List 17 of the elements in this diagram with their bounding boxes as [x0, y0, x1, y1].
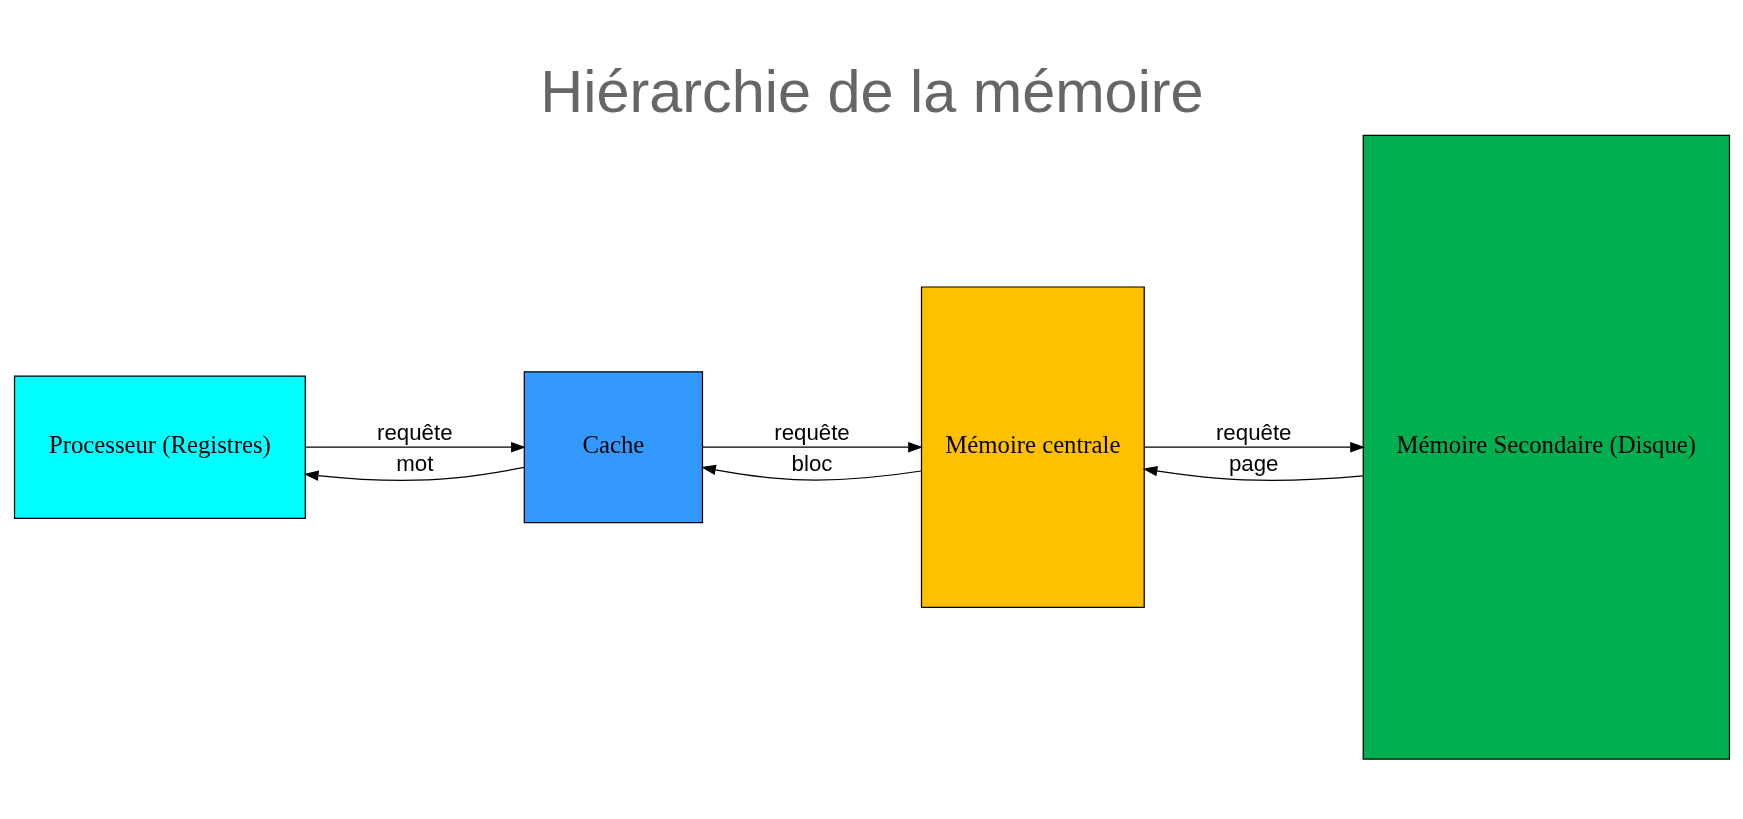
edge-label: page [1228, 451, 1278, 477]
edge-label: requête [1215, 420, 1291, 446]
arrow [1143, 442, 1365, 453]
edge-label: bloc [791, 451, 832, 477]
arrow [303, 466, 525, 481]
arrow [304, 442, 526, 453]
arrow [700, 464, 922, 481]
edge-label: mot [395, 451, 433, 477]
arrow [1141, 465, 1363, 481]
arrow [701, 442, 923, 453]
node-box: Cache [523, 371, 703, 524]
diagram-title: Hiérarchie de la mémoire [539, 58, 1204, 126]
node-box: Processeur (Registres) [13, 375, 306, 519]
edge-label: requête [376, 420, 453, 446]
node-box: Mémoire centrale [920, 286, 1145, 609]
edge-label: requête [773, 420, 850, 446]
node-box: Mémoire Secondaire (Disque) [1362, 134, 1730, 760]
